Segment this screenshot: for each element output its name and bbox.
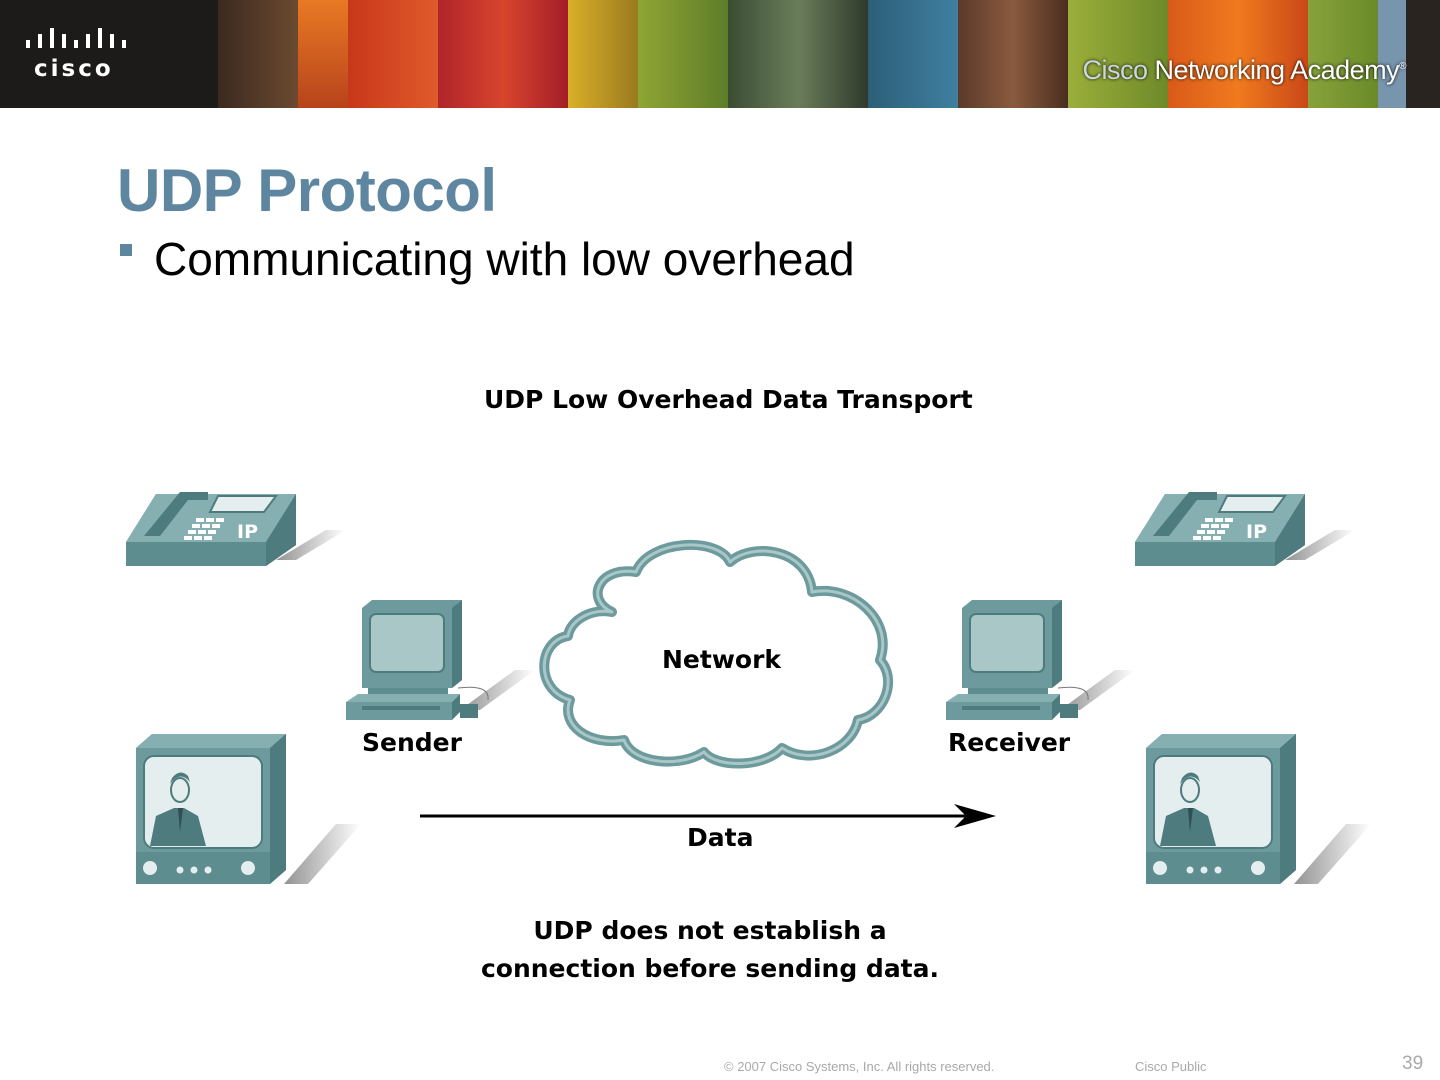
diagram-title: UDP Low Overhead Data Transport [484, 385, 973, 414]
sender-ip-phone-icon [126, 492, 346, 566]
caption-line-1: UDP does not establish a [470, 912, 950, 950]
receiver-video-monitor-icon [1146, 734, 1371, 884]
network-label: Network [662, 645, 781, 674]
receiver-label: Receiver [948, 728, 1070, 757]
sender-video-monitor-icon [136, 734, 361, 884]
sender-phone-ip-badge: IP [237, 521, 258, 543]
diagram-caption: UDP does not establish a connection befo… [470, 912, 950, 988]
sender-computer-icon [346, 600, 535, 720]
receiver-phone-ip-badge: IP [1246, 521, 1267, 543]
footer-copyright: © 2007 Cisco Systems, Inc. All rights re… [724, 1059, 994, 1074]
caption-line-2: connection before sending data. [470, 950, 950, 988]
page-number: 39 [1402, 1053, 1423, 1075]
receiver-computer-icon [946, 600, 1135, 720]
sender-label: Sender [362, 728, 462, 757]
receiver-ip-phone-icon [1135, 492, 1355, 566]
footer-classification: Cisco Public [1135, 1059, 1207, 1074]
data-label: Data [687, 823, 753, 852]
